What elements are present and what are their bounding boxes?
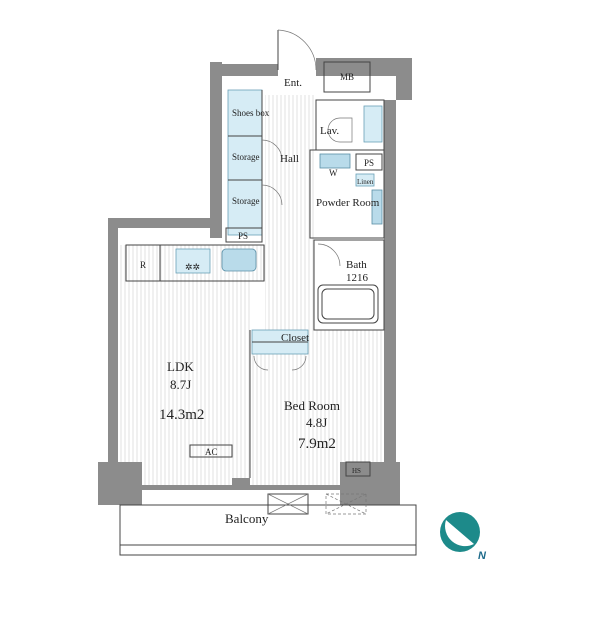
label-pipe-space-2: PS [238,231,248,241]
closet-area [251,329,309,371]
storage-door-arc-1 [261,139,283,161]
label-bath: Bath [346,259,367,271]
hs-box [345,461,371,477]
label-linen: Linen [357,178,374,186]
label-storage-2: Storage [232,196,260,206]
label-powder-room: Powder Room [316,197,380,209]
label-washer: W [329,168,338,178]
label-ldk-area: 14.3m2 [159,407,204,423]
label-ldk: LDK [167,359,194,374]
label-lavatory: Lav. [320,125,339,137]
ac-unit [189,444,233,458]
label-north: N [478,550,487,562]
pipe-space-2-box [225,227,263,243]
balcony-area [119,493,417,556]
storage-door-arc-2 [261,184,283,206]
hall-floor [265,95,315,330]
label-hs: HS [352,467,361,475]
lavatory-room [315,99,385,151]
compass-icon [440,512,480,552]
label-entrance: Ent. [284,77,302,89]
bath-room [313,239,385,331]
powder-room-area [309,149,385,239]
storage-column [227,89,263,236]
label-meter-box: MB [340,72,354,82]
label-closet: Closet [281,332,309,344]
label-ac: AC [205,447,218,457]
label-bath-size: 1216 [346,272,369,284]
bedroom-floor [250,330,385,485]
label-refrigerator: R [140,260,146,270]
label-ldk-size: 8.7J [170,377,191,392]
svg-text:✲✲: ✲✲ [185,262,200,272]
label-shoes-box: Shoes box [232,108,270,118]
outer-walls [98,58,412,505]
label-balcony: Balcony [225,511,269,526]
kitchen-counter: ✲✲ [125,244,265,282]
label-bedroom: Bed Room [284,398,340,413]
entrance-door[interactable] [277,29,317,71]
label-storage-1: Storage [232,152,260,162]
label-bedroom-area: 7.9m2 [298,436,336,452]
meter-box [323,61,371,93]
label-hall: Hall [280,153,299,165]
label-bedroom-size: 4.8J [306,415,327,430]
ldk-floor [120,280,250,485]
label-pipe-space-1: PS [364,158,374,168]
